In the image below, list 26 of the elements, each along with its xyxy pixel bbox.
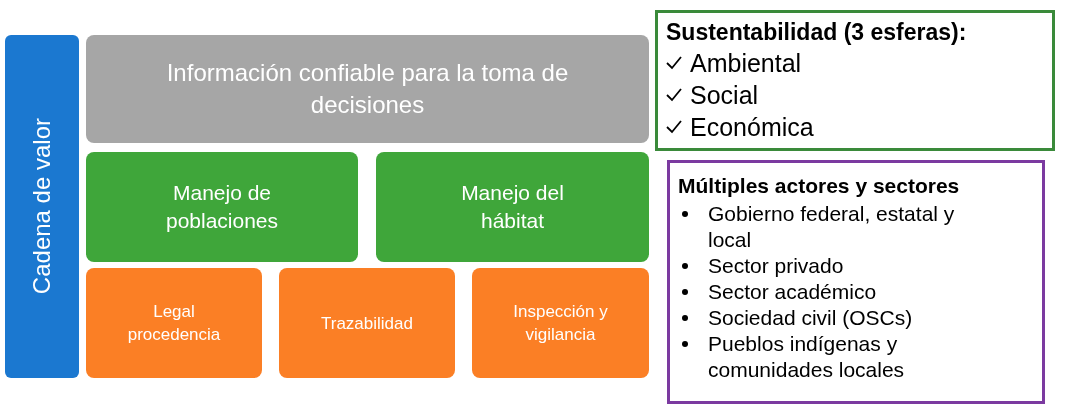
- management-box: [86, 152, 358, 262]
- list-item: Social: [690, 80, 759, 111]
- box-label: Manejo del hábitat: [460, 180, 565, 234]
- list-item: Sector privado: [708, 253, 845, 279]
- box-label: Manejo de poblaciones: [164, 180, 280, 234]
- value-chain-label: Cadena de valor: [27, 118, 56, 295]
- list-item: Sector académico: [708, 279, 878, 305]
- box-label: Inspección y vigilancia: [512, 301, 609, 346]
- box-heading: Múltiples actores y sectores: [678, 173, 960, 199]
- actors-box: [667, 160, 1045, 404]
- sustainability-box: [655, 10, 1055, 151]
- box-heading: Sustentabilidad (3 esferas):: [666, 18, 967, 47]
- control-box: [279, 268, 455, 378]
- control-box: [472, 268, 649, 378]
- control-box: [86, 268, 262, 378]
- management-box: [376, 152, 649, 262]
- list-item: Ambiental: [690, 48, 802, 79]
- list-item: Sociedad civil (OSCs): [708, 305, 914, 331]
- list-item: Gobierno federal, estatal y local: [708, 201, 956, 253]
- value-chain-bar: [5, 35, 79, 378]
- list-item: Pueblos indígenas y comunidades locales: [708, 331, 906, 383]
- info-box: [86, 35, 649, 143]
- box-label: Información confiable para la toma de decisiones: [165, 58, 570, 120]
- list-item: Económica: [690, 112, 814, 143]
- box-label: Legal procedencia: [126, 301, 222, 346]
- box-label: Trazabilidad: [321, 312, 413, 335]
